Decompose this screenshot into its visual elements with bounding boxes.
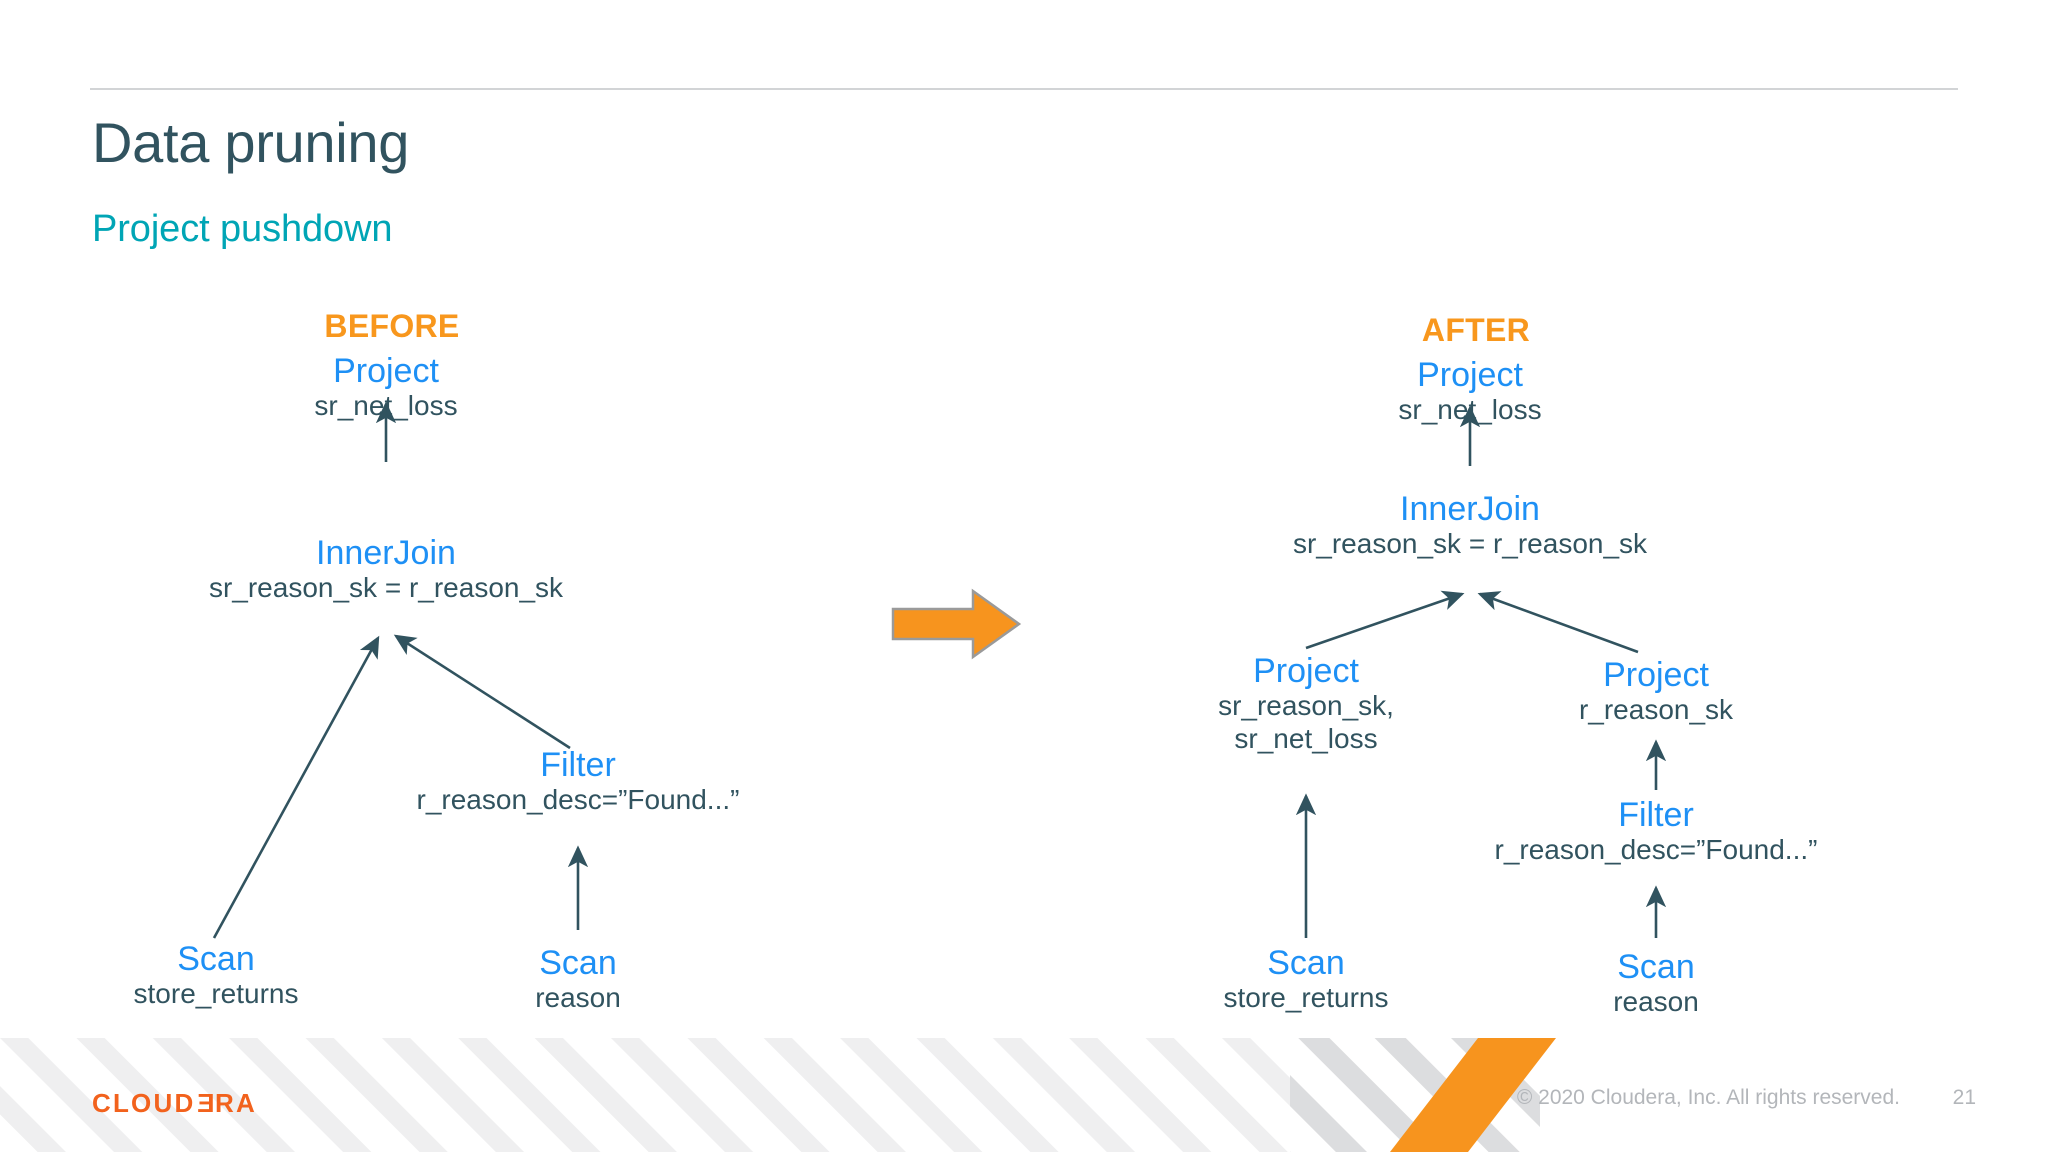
after-project-detail: sr_net_loss <box>1398 394 1542 426</box>
logo-text-suffix: RA <box>214 1088 257 1118</box>
after-node-filter: Filter r_reason_desc=”Found...” <box>1495 796 1818 865</box>
logo-reversed-e: E <box>195 1088 215 1118</box>
after-scan-reason-detail: reason <box>1613 986 1699 1018</box>
before-node-scan-store-returns: Scan store_returns <box>134 940 299 1009</box>
before-node-scan-reason: Scan reason <box>535 944 621 1013</box>
after-node-project-left: Project sr_reason_sk, sr_net_loss <box>1218 652 1394 755</box>
before-scan-reason-operator: Scan <box>539 944 617 982</box>
copyright-text: © 2020 Cloudera, Inc. All rights reserve… <box>1516 1086 1900 1109</box>
after-node-project: Project sr_net_loss <box>1398 356 1541 425</box>
after-phase-label: AFTER <box>1421 312 1531 348</box>
page-subtitle: Project pushdown <box>92 208 393 250</box>
after-filter-operator: Filter <box>1618 796 1694 834</box>
after-innerjoin-operator: InnerJoin <box>1400 490 1540 528</box>
before-node-project: Project sr_net_loss <box>314 352 457 421</box>
before-node-filter: Filter r_reason_desc=”Found...” <box>417 746 740 815</box>
before-project-operator: Project <box>333 352 439 390</box>
before-project-detail: sr_net_loss <box>314 390 458 422</box>
before-scan-reason-detail: reason <box>535 982 621 1014</box>
after-node-project-right: Project r_reason_sk <box>1579 656 1733 725</box>
after-scan-store-returns-operator: Scan <box>1267 944 1345 982</box>
after-project-left-operator: Project <box>1253 652 1359 690</box>
after-innerjoin-detail: sr_reason_sk = r_reason_sk <box>1292 528 1648 560</box>
after-project-operator: Project <box>1417 356 1523 394</box>
before-scan-store-returns-operator: Scan <box>177 940 255 978</box>
after-node-innerjoin: InnerJoin sr_reason_sk = r_reason_sk <box>1293 490 1647 559</box>
before-node-innerjoin: InnerJoin sr_reason_sk = r_reason_sk <box>209 534 563 603</box>
after-scan-reason-operator: Scan <box>1617 948 1695 986</box>
before-innerjoin-detail: sr_reason_sk = r_reason_sk <box>208 572 564 604</box>
page-title: Data pruning <box>92 111 410 174</box>
before-innerjoin-operator: InnerJoin <box>316 534 456 572</box>
logo-text-prefix: CLOUD <box>92 1088 196 1118</box>
page-number: 21 <box>1952 1086 1976 1109</box>
before-filter-operator: Filter <box>540 746 616 784</box>
after-project-right-detail: r_reason_sk <box>1578 694 1734 726</box>
right-arrow-icon <box>890 588 1022 660</box>
after-project-right-operator: Project <box>1603 656 1709 694</box>
before-phase-label: BEFORE <box>324 308 460 344</box>
footer-stripe-pattern <box>0 1038 2048 1152</box>
after-node-scan-reason: Scan reason <box>1613 948 1699 1017</box>
after-node-scan-store-returns: Scan store_returns <box>1224 944 1389 1013</box>
after-scan-store-returns-detail: store_returns <box>1223 982 1389 1014</box>
after-filter-detail: r_reason_desc=”Found...” <box>1494 834 1818 866</box>
after-project-left-detail-line2: sr_net_loss <box>1234 722 1378 754</box>
before-filter-detail: r_reason_desc=”Found...” <box>416 784 740 816</box>
after-project-left-detail-line1: sr_reason_sk, <box>1218 690 1394 722</box>
header-divider <box>90 88 1958 90</box>
before-scan-store-returns-detail: store_returns <box>133 978 299 1010</box>
